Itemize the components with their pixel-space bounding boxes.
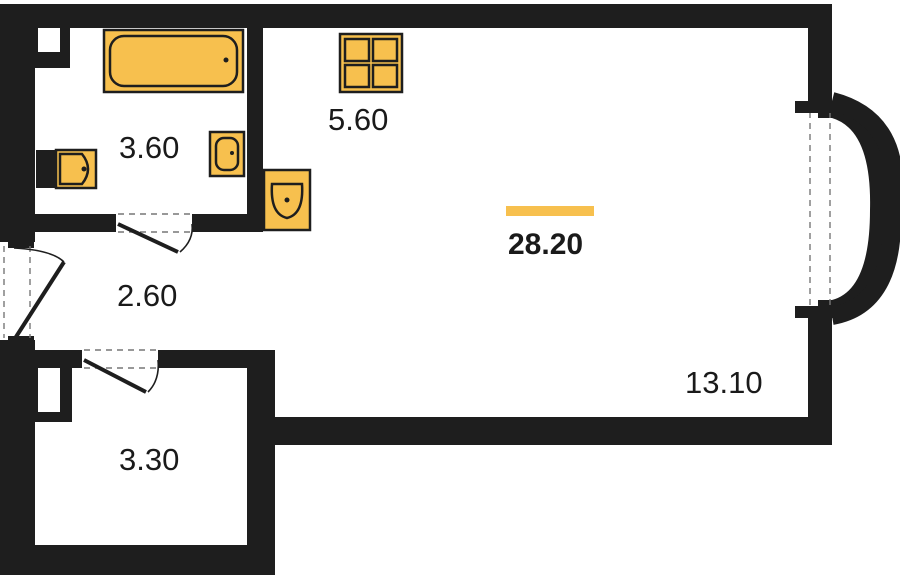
total-area-accent-bar — [506, 206, 594, 216]
door-storage — [83, 349, 160, 394]
bathtub-icon — [102, 28, 245, 94]
jamb-entry-bottom — [8, 336, 34, 346]
sink-bathroom-icon — [208, 130, 246, 178]
shaft-storage-opening — [38, 368, 60, 412]
wall-storage-top-right — [158, 350, 262, 368]
jamb-entry-top — [8, 238, 34, 248]
wall-left-upper — [0, 4, 35, 242]
toilet-icon — [36, 148, 98, 190]
wall-living-bottom — [262, 417, 832, 445]
area-living: 13.10 — [685, 365, 763, 400]
wall-bathroom-right — [247, 4, 263, 232]
bay-window — [795, 92, 900, 325]
area-hallway: 2.60 — [117, 278, 177, 313]
door-entry — [3, 246, 66, 342]
door-bathroom — [117, 213, 194, 254]
wall-storage-right — [247, 350, 275, 575]
total-area: 28.20 — [508, 228, 583, 261]
wall-right-upper — [808, 4, 832, 107]
shaft-bathroom-opening — [38, 28, 60, 52]
area-kitchen: 5.60 — [328, 102, 388, 137]
wall-bathroom-bottom-left — [28, 214, 116, 232]
wall-top — [0, 4, 832, 28]
stove-icon — [338, 32, 404, 94]
sink-kitchen-icon — [262, 168, 312, 232]
wall-storage-bottom — [0, 545, 275, 575]
window-jamb-bottom — [795, 306, 835, 318]
area-bathroom: 3.60 — [119, 130, 179, 165]
walls — [0, 4, 832, 575]
wall-left-lower — [0, 340, 35, 575]
area-storage: 3.30 — [119, 442, 179, 477]
window-jamb-top — [795, 101, 835, 113]
wall-bathroom-bottom-right — [192, 214, 263, 232]
